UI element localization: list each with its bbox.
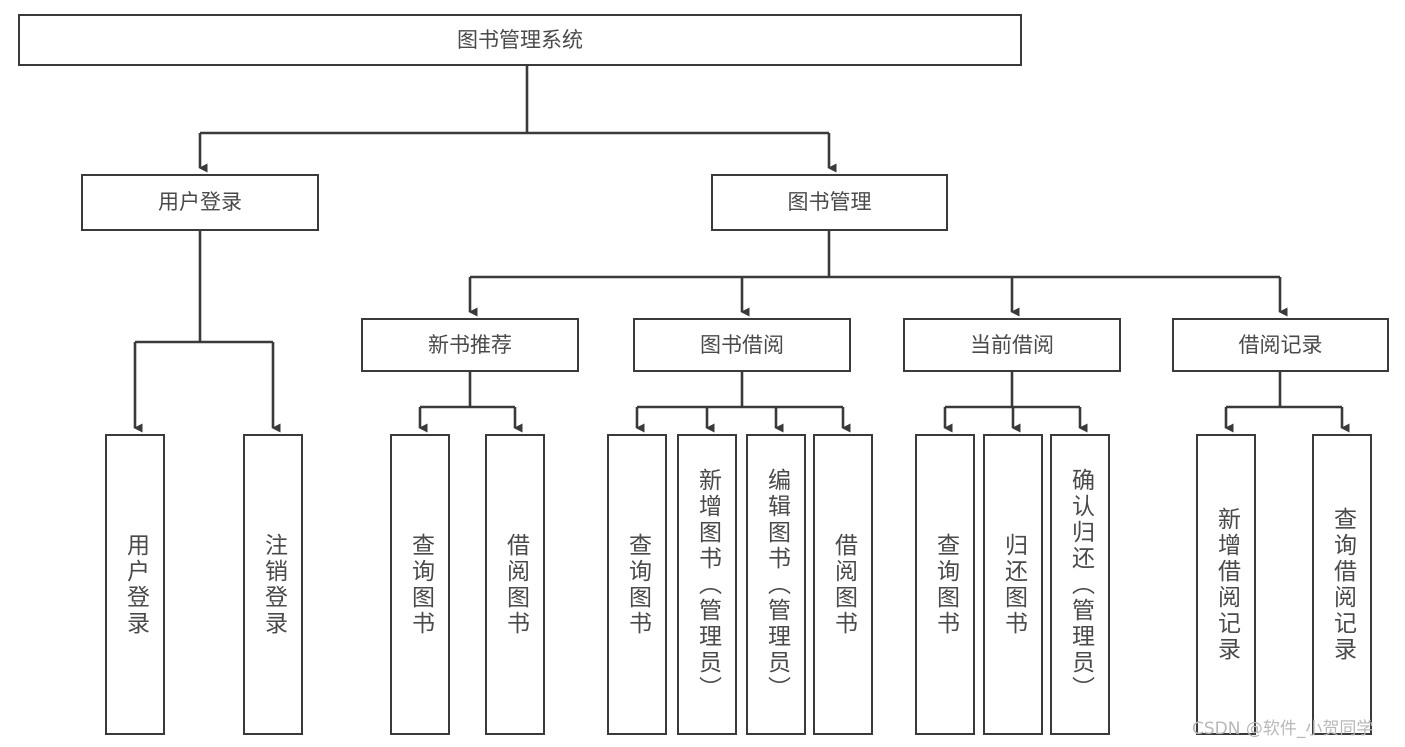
node-book-manage-label: 图书管理 [787,190,872,215]
node-leaf-user-login-label: 用户登录 [122,532,149,637]
node-leaf-borrow-book-2[interactable]: 借阅图书 [813,434,873,735]
node-leaf-query-book-3[interactable]: 查询图书 [915,434,975,735]
node-leaf-borrow-book-1-label: 借阅图书 [502,532,529,637]
node-user-login[interactable]: 用户登录 [81,174,319,231]
node-book-borrow[interactable]: 图书借阅 [633,318,851,372]
node-leaf-confirm-return[interactable]: 确认归还（管理员） [1050,434,1110,735]
node-leaf-user-login[interactable]: 用户登录 [105,434,165,735]
node-leaf-add-book[interactable]: 新增图书（管理员） [677,434,737,735]
node-leaf-query-book-1-label: 查询图书 [407,532,434,637]
node-leaf-borrow-book-1[interactable]: 借阅图书 [485,434,545,735]
node-leaf-user-logout[interactable]: 注销登录 [243,434,303,735]
node-leaf-add-record-label: 新增借阅记录 [1213,506,1240,663]
node-leaf-query-book-3-label: 查询图书 [932,532,959,637]
node-borrow-record-label: 借阅记录 [1238,332,1323,357]
node-new-book-rec-label: 新书推荐 [428,332,512,357]
node-leaf-edit-book-label: 编辑图书（管理员） [763,467,790,702]
node-leaf-add-record[interactable]: 新增借阅记录 [1196,434,1256,735]
node-current-borrow-label: 当前借阅 [970,332,1054,357]
node-leaf-return-book-label: 归还图书 [1000,532,1027,637]
node-book-manage[interactable]: 图书管理 [711,174,948,231]
node-book-borrow-label: 图书借阅 [700,332,784,357]
node-leaf-query-book-2-label: 查询图书 [624,532,651,637]
node-leaf-borrow-book-2-label: 借阅图书 [830,532,857,637]
node-root-label: 图书管理系统 [457,27,583,52]
node-leaf-query-record[interactable]: 查询借阅记录 [1312,434,1372,735]
node-user-login-label: 用户登录 [158,190,242,215]
node-leaf-return-book[interactable]: 归还图书 [983,434,1043,735]
node-leaf-edit-book[interactable]: 编辑图书（管理员） [746,434,806,735]
node-leaf-confirm-return-label: 确认归还（管理员） [1067,467,1094,702]
node-current-borrow[interactable]: 当前借阅 [903,318,1121,372]
node-leaf-query-book-2[interactable]: 查询图书 [607,434,667,735]
node-leaf-user-logout-label: 注销登录 [260,532,287,637]
node-new-book-rec[interactable]: 新书推荐 [361,318,579,372]
node-leaf-add-book-label: 新增图书（管理员） [694,467,721,702]
node-leaf-query-record-label: 查询借阅记录 [1329,506,1356,663]
node-leaf-query-book-1[interactable]: 查询图书 [390,434,450,735]
node-borrow-record[interactable]: 借阅记录 [1172,318,1389,372]
csdn-watermark: CSDN @软件_小贺同学 [1192,719,1374,739]
node-root[interactable]: 图书管理系统 [18,14,1022,66]
